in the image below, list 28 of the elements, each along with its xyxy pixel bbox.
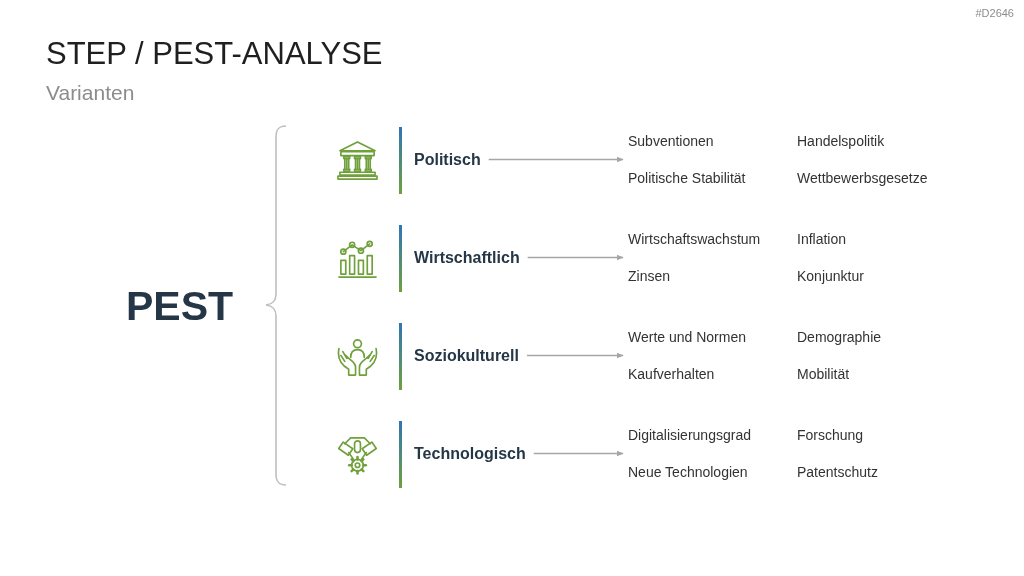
factor-text: Neue Technologien: [628, 463, 749, 482]
factor-text: Wettbewerbsgesetze: [797, 169, 928, 188]
category-label: Wirtschaftlich: [414, 248, 520, 268]
factor-text: Werte und Normen: [628, 328, 747, 347]
factor-text: Politische Stabilität: [628, 169, 747, 188]
factor-text: Handelspolitik: [797, 132, 886, 151]
title: STEP / PEST-ANALYSE: [46, 35, 383, 73]
category-label: Soziokulturell: [414, 346, 519, 366]
factor-text: Inflation: [797, 230, 848, 249]
category-label: Politisch: [414, 150, 481, 170]
factor-text: Kaufverhalten: [628, 365, 716, 384]
main-label: PEST: [126, 282, 234, 330]
factor-text: Demographie: [797, 328, 882, 347]
reference-code: #D2646: [975, 6, 1014, 20]
factor-text: Patentschutz: [797, 463, 878, 482]
subtitle: Varianten: [46, 80, 135, 106]
factor-text: Forschung: [797, 426, 865, 445]
factor-text: Digitalisierungsgrad: [628, 426, 752, 445]
category-label: Technologisch: [414, 444, 526, 464]
factor-text: Konjunktur: [797, 267, 864, 286]
factor-text: Mobilität: [797, 365, 851, 384]
arrow: [533, 450, 624, 457]
factor-text: Wirtschaftswachstum: [628, 230, 762, 249]
arrow: [488, 156, 624, 163]
factor-text: Zinsen: [628, 267, 672, 286]
factor-text: Subventionen: [628, 132, 715, 151]
arrow: [526, 254, 624, 261]
arrow: [526, 352, 624, 359]
